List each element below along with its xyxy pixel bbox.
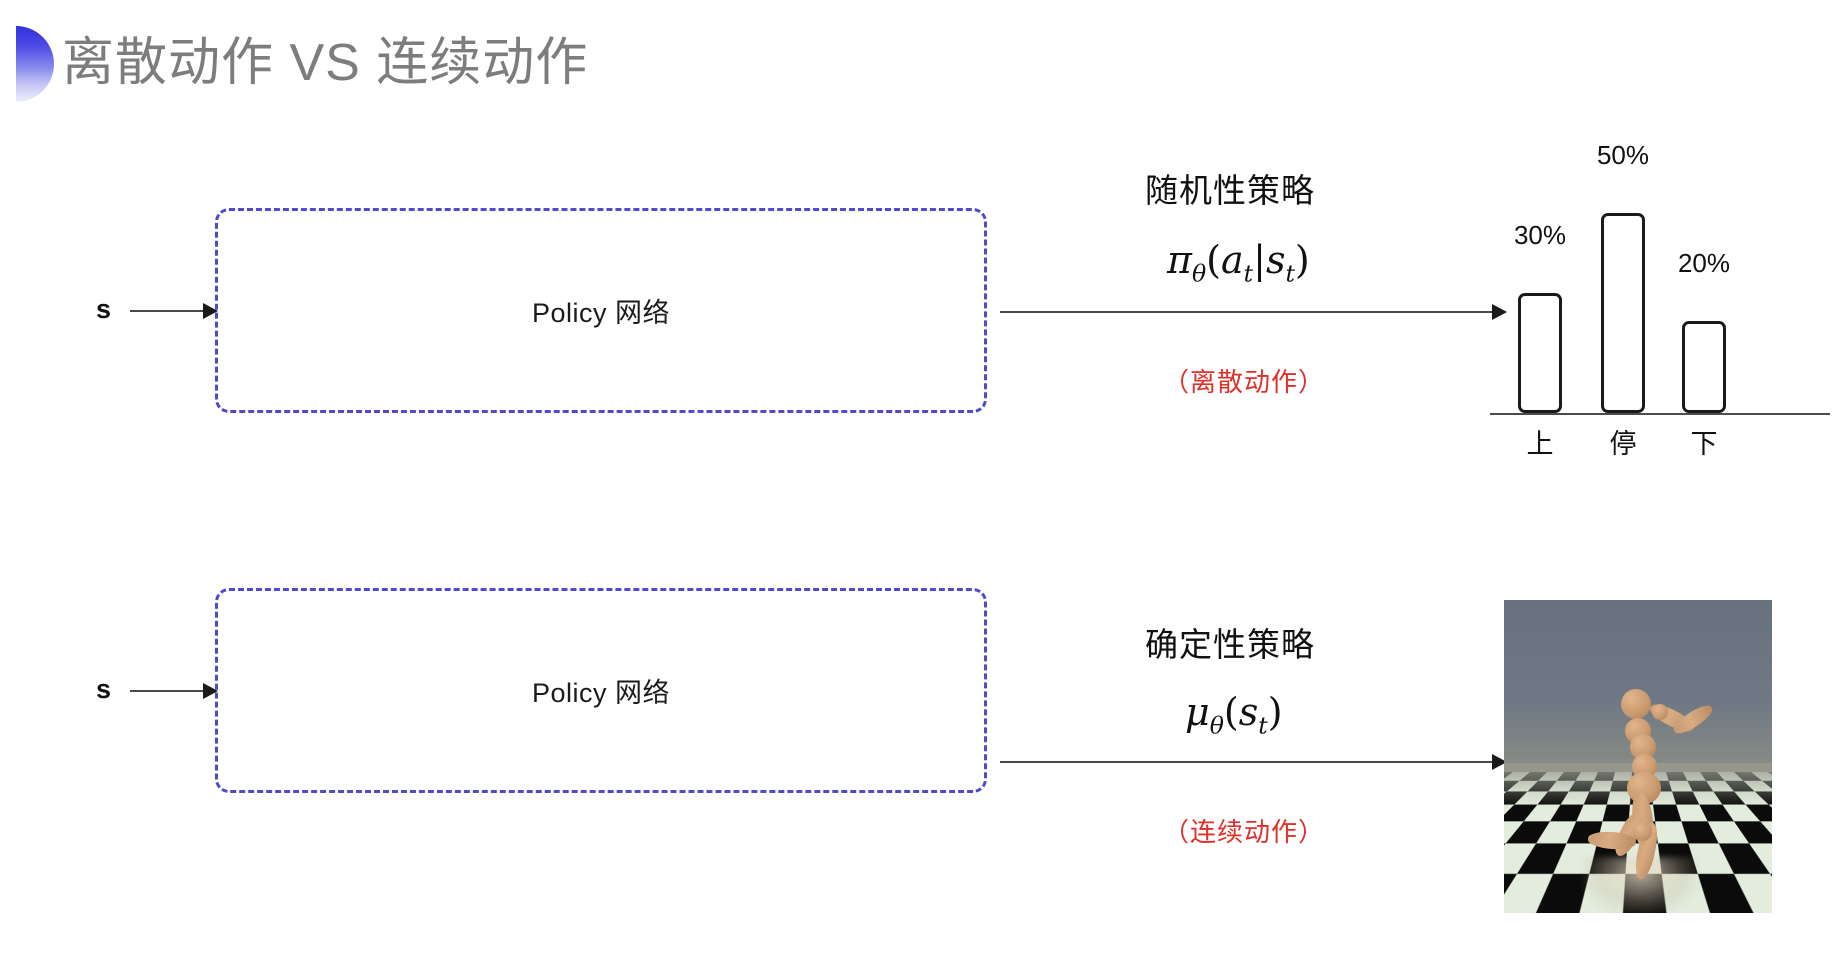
policy-network-label-bottom: Policy 网络	[531, 678, 671, 708]
formula-theta: θ	[1191, 259, 1207, 288]
formula-s-sub-2: t	[1258, 711, 1268, 740]
page-title: 离散动作 VS 连续动作	[62, 34, 589, 92]
formula-s-2: s	[1238, 690, 1259, 734]
formula-bar: |	[1253, 238, 1266, 282]
bar-category-2: 下	[1690, 429, 1718, 459]
policy-network-label-top: Policy 网络	[531, 298, 671, 328]
formula-open-paren: (	[1206, 238, 1221, 282]
policy-network-box-top[interactable]: Policy 网络	[215, 208, 987, 413]
formula-open-paren-2: (	[1223, 690, 1239, 734]
bar-2	[1682, 321, 1726, 413]
action-probability-bar-chart: 30% 上 50% 停 20% 下	[1470, 110, 1830, 459]
bar-value-1: 50%	[1596, 140, 1650, 170]
input-arrow-head-top-icon	[203, 303, 218, 319]
bar-category-0: 上	[1526, 429, 1554, 459]
humanoid-hand	[1652, 704, 1668, 720]
discrete-action-tag: （离散动作）	[1163, 367, 1326, 397]
humanoid-simulation-image	[1504, 600, 1772, 913]
humanoid-head	[1621, 689, 1651, 719]
bar-value-2: 20%	[1677, 248, 1731, 278]
output-arrow-head-bottom-icon	[1492, 754, 1507, 770]
formula-close-paren-2: )	[1267, 690, 1283, 734]
formula-a-sub: t	[1243, 259, 1254, 288]
formula-s: s	[1265, 238, 1286, 282]
title-bullet-icon	[16, 26, 54, 102]
bar-value-0: 30%	[1513, 220, 1567, 250]
stochastic-policy-label: 随机性策略	[1145, 172, 1315, 209]
formula-a: a	[1221, 238, 1244, 282]
policy-network-box-bottom[interactable]: Policy 网络	[215, 588, 987, 793]
formula-mu: μ	[1185, 690, 1210, 734]
input-arrow-line-top	[130, 310, 210, 312]
input-arrow-line-bottom	[130, 690, 210, 692]
input-state-label-top: s	[96, 294, 112, 324]
input-state-label-bottom: s	[96, 674, 112, 704]
humanoid-knee	[1633, 822, 1652, 841]
bar-0	[1518, 293, 1562, 413]
output-arrow-line-bottom	[1000, 761, 1500, 763]
input-arrow-head-bottom-icon	[203, 683, 218, 699]
bar-category-1: 停	[1609, 429, 1637, 459]
stochastic-policy-formula: πθ(at|st)	[1167, 238, 1310, 288]
formula-theta-2: θ	[1209, 711, 1224, 740]
formula-s-sub: t	[1285, 259, 1295, 288]
formula-pi: π	[1167, 238, 1192, 282]
deterministic-policy-formula: μθ(st)	[1185, 690, 1283, 740]
output-arrow-head-top-icon	[1492, 304, 1507, 320]
chart-x-axis	[1490, 413, 1830, 415]
output-arrow-line-top	[1000, 311, 1500, 313]
deterministic-policy-label: 确定性策略	[1145, 626, 1315, 663]
formula-close-paren: )	[1294, 238, 1310, 282]
bar-1	[1601, 213, 1645, 413]
continuous-action-tag: （连续动作）	[1163, 817, 1326, 847]
